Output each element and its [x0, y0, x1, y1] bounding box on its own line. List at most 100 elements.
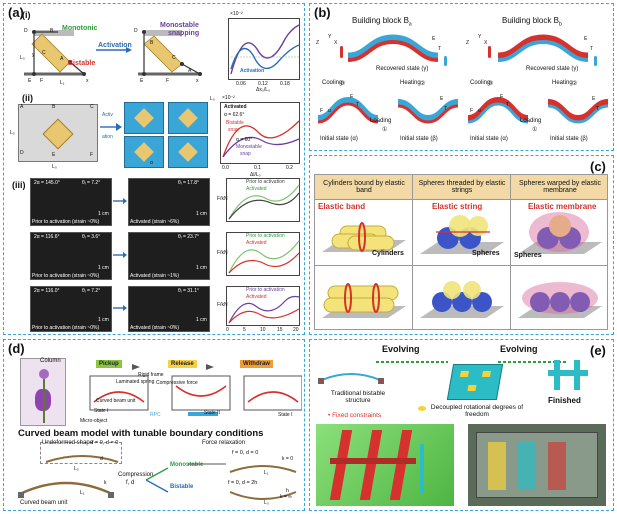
plot-iii-2-legend2: Activated: [246, 240, 267, 246]
d-fd: f, d: [126, 480, 135, 486]
plot-a-ii-tick-2: 0.1: [254, 165, 261, 171]
b-right-recovered: Recovered state (γ): [526, 66, 579, 72]
letter-e: E: [28, 78, 32, 84]
d-step-arrows: [132, 364, 214, 370]
photo-iii-1-r-angle: θᵢ = 17.8°: [178, 180, 199, 186]
e-legend-dot: [418, 406, 426, 411]
plot-iii-1-legend1: Prior to activation: [246, 179, 285, 185]
d-mechanism: [89, 375, 302, 416]
panel-d: [3, 339, 305, 511]
d-state-ii: State II: [204, 410, 220, 416]
b-left-n2: ②: [420, 81, 426, 87]
c-label-spheres-1: Spheres: [472, 250, 500, 257]
d-undeformed: Undeformed shape: [42, 440, 94, 446]
plot-a-ii-bistable: Bistable: [226, 120, 244, 126]
letter-a: A: [60, 56, 64, 62]
b-left-thermometer-2: [444, 56, 447, 66]
label-activ: Activ: [102, 112, 113, 118]
letter-ii-l0b: L₀: [52, 164, 57, 170]
photo-iii-3-angle2: θᵢ = 7.2°: [82, 288, 101, 294]
c-label-elastic-band: Elastic band: [318, 202, 366, 211]
b-right-sym-e2: E: [500, 94, 504, 100]
c-header-2: Spheres threaded by elastic strings: [418, 180, 506, 194]
d-sym-l1: L₁: [80, 490, 85, 496]
plot-a-ii-angle2: α = 60°: [236, 137, 253, 143]
c-header-3: Spheres warped by elastic membrane: [518, 180, 602, 194]
d-rpc: RPC: [150, 412, 161, 418]
d-compression: Compression: [118, 472, 154, 478]
plot-a-i-exp: ×10⁻²: [230, 11, 243, 17]
d-sym-l0b: L₀: [264, 500, 269, 506]
b-left-axis-y: Y: [328, 34, 332, 40]
d-rigid-frame: Rigid frame: [138, 372, 164, 378]
b-left-heating: Heating: [400, 80, 421, 86]
b-left-wave-br: [398, 99, 458, 124]
d-cbu: Curved beam unit: [20, 500, 68, 506]
photo-iii-3-left: [30, 286, 112, 332]
b-left-sym-e3: E: [440, 96, 444, 102]
b-right-initial-beta: Initial state (β): [550, 136, 588, 142]
letter-f2: F: [166, 78, 170, 84]
photo-iii-2-r-scale: 1 cm: [196, 265, 207, 271]
letter-ii-e: E: [52, 152, 56, 158]
arrow-iii-2: [113, 252, 127, 258]
d-step-withdraw: Withdraw: [240, 360, 273, 368]
plot-a-i-tick-3: 0.18: [280, 81, 290, 87]
photo-iii-3-r-scale: 1 cm: [196, 317, 207, 323]
d-laminated-spring: Laminated spring: [116, 379, 155, 385]
panel-c: [309, 155, 614, 335]
plot-iii-3-tick-1: 5: [243, 327, 246, 333]
plot-iii-2-ylabel: F/kN: [217, 250, 228, 256]
plot-iii-3-tick-4: 20: [293, 327, 299, 333]
b-left-loading: Loading: [370, 118, 392, 124]
b-right-n1: ①: [532, 127, 538, 133]
photo-iii-1-caption: Prior to activation (strain ~0%): [32, 219, 100, 225]
b-left-wave-top: [348, 34, 438, 62]
plot-iii-3-tick-3: 15: [277, 327, 283, 333]
photo-iii-2-angle1: 2α = 116.6°: [34, 234, 60, 240]
plot-a-i: [228, 18, 300, 80]
e-evolving-1: Evolving: [382, 344, 420, 354]
d-sym-l0: L₀: [74, 466, 79, 472]
e-block-middle: [446, 364, 504, 400]
d-beam-bi: [229, 491, 297, 500]
mechanism-ii-right-top2: [168, 102, 208, 134]
b-left-recovered: Recovered state (γ): [376, 66, 429, 72]
d-sym-k: k: [104, 480, 107, 486]
b-left-cooling: Cooling: [322, 80, 343, 86]
panel-a-label: (a): [8, 5, 24, 20]
activation-arrow-ii: [100, 123, 122, 131]
photo-iii-2-scale: 1 cm: [98, 265, 109, 271]
b-left-sym-e2: E: [350, 94, 354, 100]
b-right-axis-z: Z: [466, 40, 470, 46]
plot-iii-3-tick-0: 0: [226, 327, 229, 333]
photo-iii-3-right: [128, 286, 210, 332]
plot-iii-3-tick-2: 10: [260, 327, 266, 333]
panel-b: [309, 3, 614, 151]
label-monotonic: Monotonic: [62, 25, 98, 32]
plot-iii-2-legend1: Prior to activation: [246, 233, 285, 239]
d-f0d: f = 0, d = 0: [232, 450, 259, 456]
letter-x2: x: [196, 78, 199, 84]
photo-iii-1-right: [128, 178, 210, 226]
photo-iii-3-scale: 1 cm: [98, 317, 109, 323]
panel-c-label: (c): [590, 159, 606, 174]
e-traditional: Traditional bistable structure: [330, 390, 386, 404]
letter-ii-d: D: [20, 150, 24, 156]
d-plant-photo: [20, 358, 66, 426]
e-render-left: [316, 424, 454, 506]
sub-label-ii: (ii): [22, 93, 33, 103]
d-force-relaxation: Force relaxation: [202, 440, 246, 446]
photo-iii-3-r-caption: Activated (strain ~0%): [130, 325, 180, 331]
plot-a-ii-tick-3: 0.2: [286, 165, 293, 171]
sub-label-i: (i): [22, 10, 31, 20]
b-left-axis-x: X: [334, 40, 338, 46]
d-beam-mono: [229, 465, 297, 473]
letter-ii-b: B: [52, 104, 56, 110]
c-spheres-membrane-1: [518, 212, 602, 254]
d-monostable: Monostable: [170, 462, 204, 468]
mechanism-ii-left: [18, 104, 98, 162]
letter-e2: E: [140, 78, 144, 84]
b-right-title: Building block Bb: [502, 16, 562, 28]
plot-iii-3-ylabel: F/kN: [217, 302, 228, 308]
